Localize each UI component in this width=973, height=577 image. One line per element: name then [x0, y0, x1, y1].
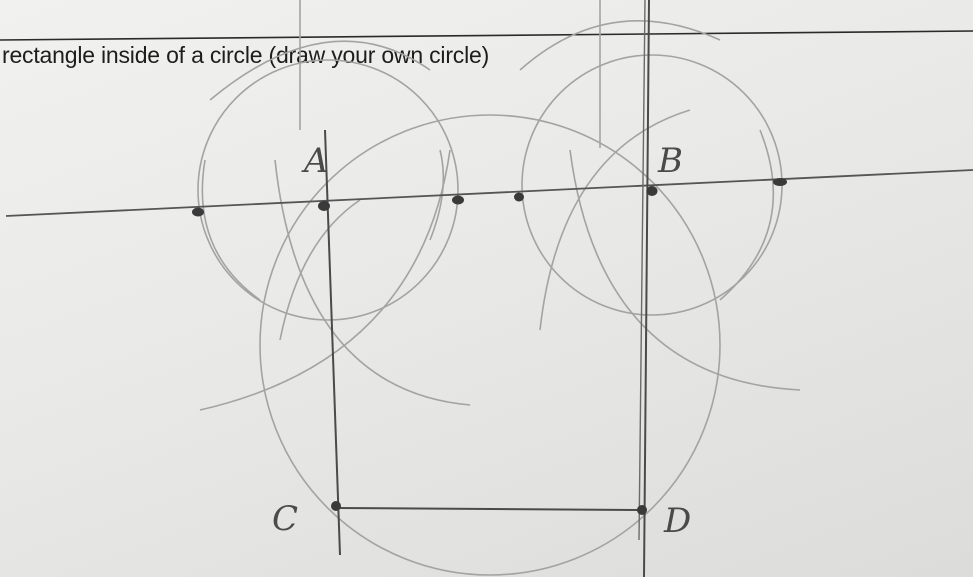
- construction-points: [192, 178, 787, 515]
- header-divider: [0, 30, 973, 41]
- arc-11: [201, 159, 261, 301]
- point-d: [637, 505, 647, 515]
- arc-8: [209, 40, 431, 101]
- label-a: A: [301, 141, 329, 181]
- arc-5: [274, 159, 471, 406]
- label-c: C: [272, 499, 298, 539]
- side-ac: [324, 129, 341, 556]
- arc-6: [569, 149, 801, 391]
- compass-arcs: [197, 0, 801, 576]
- instruction-text: rectangle inside of a circle (draw your …: [2, 42, 490, 68]
- arc-9: [519, 19, 721, 71]
- point-3: [452, 195, 464, 205]
- arc-circle-1: [197, 59, 459, 321]
- point-b: [646, 186, 658, 196]
- point-1: [192, 207, 204, 217]
- arc-4: [199, 149, 451, 411]
- rectangle: [324, 0, 650, 577]
- arc-7: [539, 109, 691, 331]
- side-cd: [335, 507, 645, 511]
- side-bd-double: [638, 0, 646, 541]
- point-6: [773, 178, 787, 186]
- side-bd: [643, 0, 650, 577]
- label-d: D: [663, 501, 691, 541]
- arc-13: [429, 149, 445, 241]
- label-b: B: [657, 141, 683, 181]
- arc-12: [279, 199, 361, 341]
- point-4: [514, 192, 524, 202]
- arc-10: [719, 129, 775, 301]
- point-c: [331, 501, 341, 511]
- horizontal-line: [5, 169, 973, 217]
- point-a: [318, 201, 330, 211]
- arc-circle-3: [259, 114, 721, 576]
